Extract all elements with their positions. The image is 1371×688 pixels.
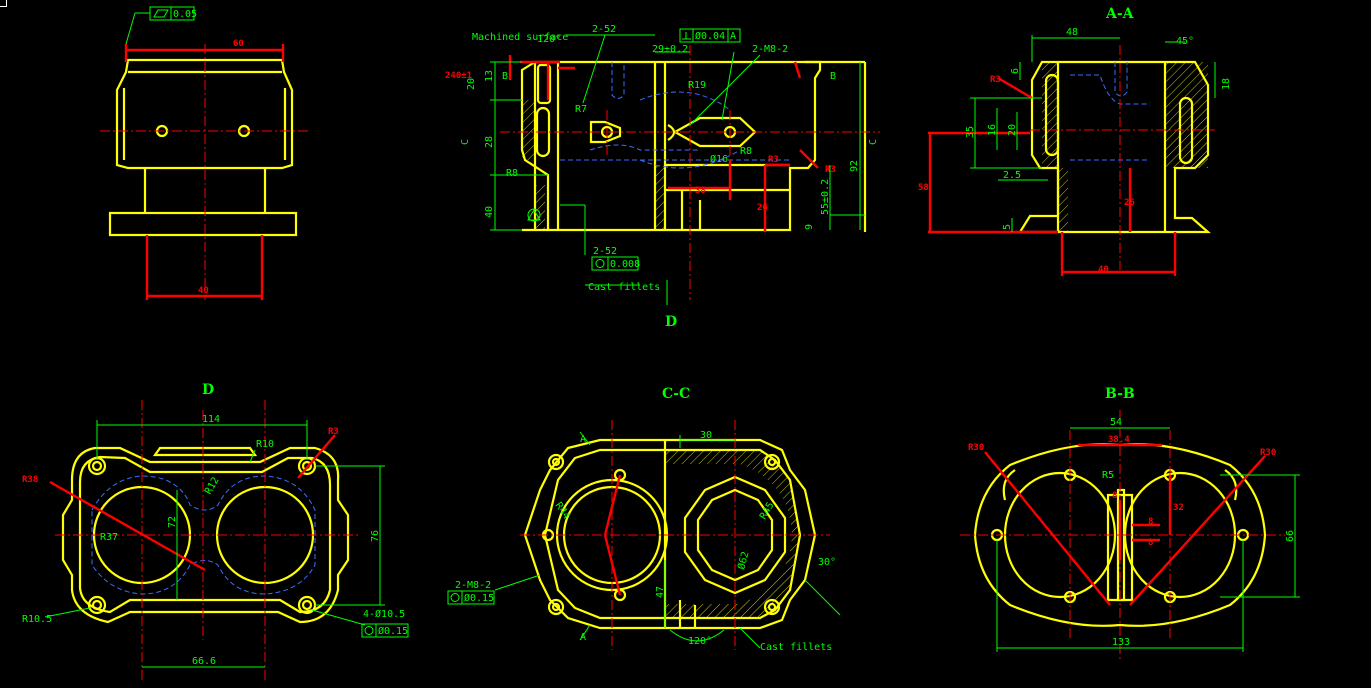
tol-cyl-value: 0.008 — [610, 259, 640, 270]
dim-front-r19: R19 — [688, 80, 706, 91]
bb-red-callout-1: R30 — [968, 443, 984, 453]
dim-d-r12: R12 — [203, 475, 222, 496]
bb-red-callout-7: 8 — [1148, 538, 1153, 548]
dim-front-angle: 120° — [537, 34, 561, 45]
dim-d-76: 76 — [370, 530, 381, 542]
dim-aa-18: 18 — [1221, 78, 1232, 90]
callout-machined-face: Machined surface — [472, 32, 568, 43]
section-mark-c-left: C — [460, 139, 471, 145]
dim-aa-16: 16 — [987, 124, 998, 136]
tol-pos-d: Ø0.15 — [378, 625, 408, 637]
dim-front-r8-left: R8 — [506, 168, 518, 179]
top-view: 60 40 0.05 — [100, 6, 310, 300]
dim-front-40: 40 — [484, 206, 495, 218]
dim-bb-r5: R5 — [1102, 470, 1114, 481]
dim-front-28: 28 — [484, 136, 495, 148]
view-d-title: D — [202, 382, 214, 398]
dim-front-d16: Ø16 — [710, 153, 728, 165]
dim-d-114: 114 — [202, 414, 220, 425]
section-mark-c-right: C — [868, 139, 879, 145]
view-d-red-callout-2: R3 — [328, 427, 339, 437]
dim-aa-45: 45° — [1176, 36, 1194, 47]
tol-pos-cc: Ø0.15 — [464, 592, 494, 604]
dim-aa-5: 5 — [1002, 224, 1013, 230]
dim-front-r8-right: R8 — [740, 146, 752, 157]
front-red-callout-2: 38 — [695, 186, 706, 196]
dim-top-width-value: 60 — [233, 39, 244, 49]
dim-aa-6: 6 — [1010, 68, 1021, 74]
dim-front-m8: 2-M8-2 — [752, 44, 788, 55]
view-d-red-callout-1: R38 — [22, 475, 38, 485]
aa-red-callout-4: 26 — [1124, 198, 1135, 208]
dim-front-thread-top: 2-52 — [592, 24, 616, 35]
dim-front-thread-bot: 2-52 — [593, 246, 617, 257]
dim-top-base-value: 40 — [198, 286, 209, 296]
callout-cast-rounds: Cast fillets — [588, 282, 660, 293]
dim-d-72: 72 — [167, 516, 178, 528]
dim-front-92: 92 — [849, 160, 860, 172]
dim-cc-30deg: 30° — [818, 557, 836, 568]
front-red-callout-4: R3 — [768, 155, 779, 165]
bb-red-callout-5: 8 — [1112, 491, 1117, 501]
section-bb-view: B-B R30 R30 38.4 32 8 8 8 54 — [960, 386, 1300, 660]
section-mark-a-top: A — [580, 434, 586, 445]
bb-red-callout-6: 8 — [1148, 517, 1153, 527]
dim-front-r7: R7 — [575, 104, 587, 115]
dim-d-r37: R37 — [100, 532, 118, 543]
section-cc-title: C-C — [662, 386, 690, 402]
dim-d-holes: 4-Ø10.5 — [363, 608, 405, 620]
cc-callout-note: Cast fillets — [760, 642, 832, 653]
dim-front-9: 9 — [804, 224, 815, 230]
section-mark-b-left: B — [502, 71, 508, 82]
dim-cc-47: 47 — [655, 586, 666, 598]
bb-red-callout-2: R30 — [1260, 448, 1276, 458]
dim-cc-30: 30 — [700, 430, 712, 441]
front-red-callout-3: 26 — [757, 203, 768, 213]
dim-d-66-6: 66.6 — [192, 656, 216, 667]
dim-aa-35: 35 — [965, 126, 976, 138]
dim-cc-d62: Ø62 — [735, 550, 751, 571]
dim-d-r10: R10 — [256, 439, 274, 450]
bb-red-callout-4: 32 — [1173, 503, 1184, 513]
view-arrow-d-label: D — [665, 314, 677, 330]
dim-bb-133: 133 — [1112, 637, 1130, 648]
dim-cc-120: 120° — [688, 636, 712, 647]
tol-perp-value: Ø0.04 — [695, 30, 725, 42]
dim-front-20: 20 — [466, 78, 477, 90]
front-view: 240±1 38 26 R3 R3 Ø0.04 A 0.008 — [445, 24, 880, 330]
bb-red-callout-3: 38.4 — [1108, 435, 1130, 445]
dim-d-r10-5: R10.5 — [22, 614, 52, 625]
aa-red-callout-3: 40 — [1098, 265, 1109, 275]
section-aa-title: A-A — [1105, 6, 1135, 22]
dim-aa-20: 20 — [1007, 124, 1018, 136]
aa-red-callout-2: 58 — [918, 183, 929, 193]
tol-flatness-top: 0.05 — [173, 9, 197, 20]
dim-aa-48: 48 — [1066, 27, 1078, 38]
dim-bb-66: 66 — [1285, 530, 1296, 542]
section-cc-view: C-C 30 R45 R44 Ø62 30° 47 1 — [447, 386, 841, 653]
dim-cc-m8: 2-M8-2 — [455, 580, 491, 591]
view-d: D R38 R3 114 R10 R12 R37 72 76 — [22, 382, 409, 680]
section-mark-a-bot: A — [580, 632, 586, 643]
section-bb-title: B-B — [1105, 386, 1135, 402]
section-mark-b-right: B — [830, 71, 836, 82]
viewport-corner-marker — [0, 0, 7, 7]
dim-bb-54: 54 — [1110, 417, 1122, 428]
aa-red-callout-1: R3 — [990, 75, 1001, 85]
dim-front-29: 29±0.2 — [652, 44, 688, 55]
dim-front-55: 55±0.2 — [820, 179, 831, 215]
section-aa-view: A-A R3 58 40 26 48 45° 6 18 — [918, 6, 1232, 276]
dim-cc-r44: R44 — [553, 500, 572, 521]
dim-front-13: 13 — [484, 70, 495, 82]
tol-perp-datum: A — [730, 31, 736, 42]
dim-aa-2-5: 2.5 — [1003, 170, 1021, 181]
front-red-callout-1: 240±1 — [445, 71, 472, 81]
